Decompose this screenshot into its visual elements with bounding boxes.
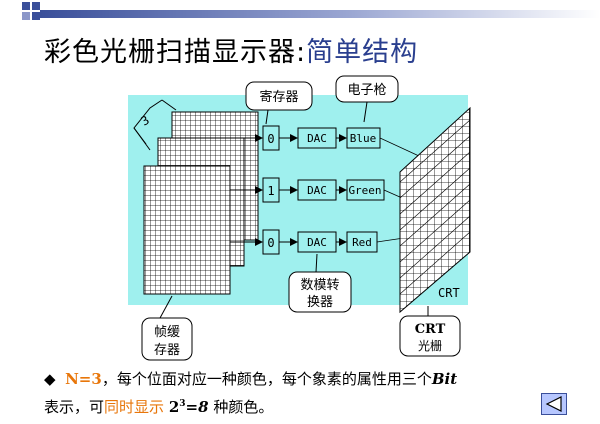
crt-raster-label-line-1: CRT — [415, 322, 446, 337]
signal-row-blue: 0 DAC Blue — [216, 125, 433, 163]
triangle-left-icon — [545, 396, 562, 412]
equation-exponent: 3 — [179, 399, 186, 409]
slide-title: 彩色光栅扫描显示器:简单结构 — [44, 30, 418, 69]
gun-color-row-1: Blue — [350, 132, 377, 145]
text-part-1: ，每个位面对应一种颜色，每个象素的属性用三个 — [101, 370, 432, 388]
gun-color-row-3: Red — [352, 236, 372, 249]
dac-label-row-1: DAC — [307, 132, 327, 145]
bit-value-row-2: 1 — [267, 184, 274, 198]
title-main: 彩色光栅扫描显示器: — [44, 37, 307, 68]
signal-row-green: 1 DAC Green — [230, 177, 419, 206]
bit-value-row-3: 0 — [267, 236, 274, 250]
text-part-3: 种颜色。 — [213, 398, 274, 416]
dac-label-row-3: DAC — [307, 236, 327, 249]
framebuffer-label-line-1: 帧缓 — [154, 325, 180, 340]
crt-raster-grid — [399, 106, 471, 314]
electron-gun-label: 电子枪 — [347, 82, 386, 98]
bullet-description: ◆ N=3，每个位面对应一种颜色，每个象素的属性用三个Bit 表示，可同时显示 2… — [44, 367, 584, 420]
highlight-phrase: 同时显示 — [104, 398, 165, 416]
bit-word: Bit — [431, 370, 458, 388]
crt-raster-label-line-2: 光栅 — [418, 338, 442, 353]
register-label: 寄存器 — [259, 89, 298, 105]
dac-label-row-2: DAC — [307, 184, 327, 197]
bullet-icon: ◆ — [44, 370, 56, 388]
crt-label: CRT — [438, 286, 460, 300]
bit-value-row-1: 0 — [267, 132, 274, 146]
n-equals: N=3 — [65, 370, 102, 388]
equation-base: 2 — [168, 398, 180, 416]
frame-buffer-planes — [143, 111, 259, 295]
back-button[interactable] — [541, 393, 567, 415]
text-part-2: 表示，可 — [44, 398, 105, 416]
framebuffer-label-line-2: 存器 — [154, 343, 180, 358]
equation-rest: =8 — [185, 398, 209, 416]
converter-label-line-1: 数模转 — [300, 278, 339, 293]
gun-color-row-2: Green — [348, 184, 381, 197]
header-decoration — [0, 0, 600, 30]
signal-row-red: 0 DAC Red — [230, 229, 405, 255]
converter-label-line-2: 换器 — [307, 295, 333, 310]
title-sub: 简单结构 — [306, 37, 419, 68]
